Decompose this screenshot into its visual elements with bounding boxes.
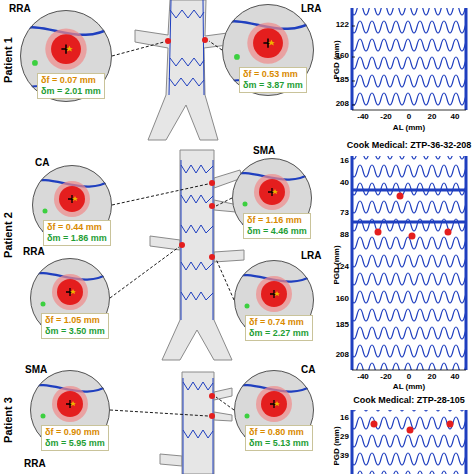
deviation-value: δf = 0.80 mm (249, 427, 309, 438)
axis-tick: 208 (336, 351, 349, 360)
deviation-value: δm = 4.46 mm (247, 226, 307, 237)
axis-tick: 40 (340, 179, 349, 188)
axis-tick: 29 (340, 433, 349, 442)
plot-title: Cook Medical: ZTP-36-32-208 (347, 141, 472, 151)
deviation-box: δf = 1.05 mmδm = 3.50 mm (41, 313, 109, 339)
branch-label: SMA (25, 364, 47, 375)
branch-label: SMA (253, 145, 275, 156)
deviation-value: δm = 2.01 mm (41, 86, 101, 97)
branch-label: RRA (24, 458, 46, 469)
axis-tick: 160 (336, 295, 349, 304)
plot-title: Cook Medical: ZTP-28-105 (353, 396, 465, 406)
branch-label: LRA (301, 3, 322, 14)
axis-tick: 40 (451, 373, 460, 382)
axis-title: AL (mm) (393, 124, 425, 133)
deviation-value: δm = 5.13 mm (249, 438, 309, 449)
deviation-box: δf = 1.16 mmδm = 4.46 mm (243, 213, 311, 239)
deviation-value: δf = 0.74 mm (249, 317, 309, 328)
deviation-box: δf = 0.53 mmδm = 3.87 mm (239, 67, 307, 93)
deviation-value: δf = 1.05 mm (45, 315, 105, 326)
axis-tick: -20 (380, 373, 392, 382)
axis-tick: 39 (340, 452, 349, 461)
patient-label: Patient 3 (2, 397, 14, 443)
axis-tick: 0 (407, 113, 411, 122)
inset-circle: LRAδf = 0.53 mmδm = 3.87 mm (222, 4, 314, 96)
branch-label: CA (301, 364, 315, 375)
deviation-value: δm = 3.87 mm (243, 80, 303, 91)
deviation-value: δf = 1.16 mm (247, 215, 307, 226)
inset-circle: CAδf = 0.80 mmδm = 5.13 mm (234, 370, 314, 450)
deviation-box: δf = 0.90 mmδm = 5.95 mm (41, 425, 109, 451)
branch-label: LRA (301, 250, 322, 261)
axis-tick: -40 (357, 113, 369, 122)
axis-tick: 16 (340, 157, 349, 166)
inset-circle: LRAδf = 0.74 mmδm = 2.27 mm (234, 260, 314, 340)
axis-title: AL (mm) (393, 383, 425, 392)
deviation-box: δf = 0.07 mmδm = 2.01 mm (37, 73, 105, 99)
axis-tick: 124 (336, 263, 349, 272)
branch-label: CA (35, 157, 49, 168)
axis-tick: 122 (336, 21, 349, 30)
axis-tick: 20 (428, 113, 437, 122)
inset-circle: RRAδf = 0.07 mmδm = 2.01 mm (20, 10, 112, 102)
deviation-value: δm = 3.50 mm (45, 326, 105, 337)
axis-tick: 40 (451, 113, 460, 122)
deviation-box: δf = 0.80 mmδm = 5.13 mm (245, 425, 313, 451)
inset-circle: CAδf = 0.44 mmδm = 1.86 mm (32, 165, 112, 245)
branch-label: RRA (23, 246, 45, 257)
patient-label: Patient 1 (2, 37, 14, 83)
axis-tick: 185 (336, 321, 349, 330)
axis-tick: 88 (340, 231, 349, 240)
axis-tick: 208 (336, 100, 349, 109)
axis-tick: -20 (380, 113, 392, 122)
axis-tick: 0 (407, 373, 411, 382)
deviation-value: δf = 0.53 mm (243, 69, 303, 80)
deviation-value: δm = 5.95 mm (45, 438, 105, 449)
axis-tick: 185 (336, 76, 349, 85)
deviation-box: δf = 0.44 mmδm = 1.86 mm (43, 220, 111, 246)
deviation-value: δm = 2.27 mm (249, 328, 309, 339)
axis-tick: 160 (336, 52, 349, 61)
axis-title: PGD (mm) (333, 426, 342, 465)
deviation-value: δm = 1.86 mm (47, 233, 107, 244)
branch-label: RRA (9, 3, 31, 14)
axis-tick: 16 (340, 414, 349, 423)
axis-tick: 20 (428, 373, 437, 382)
deviation-value: δf = 0.44 mm (47, 222, 107, 233)
inset-circle: SMAδf = 0.90 mmδm = 5.95 mm (30, 370, 110, 450)
deviation-box: δf = 0.74 mmδm = 2.27 mm (245, 315, 313, 341)
inset-circle: RRAδf = 1.05 mmδm = 3.50 mm (30, 258, 110, 338)
deviation-value: δf = 0.07 mm (41, 75, 101, 86)
axis-tick: 73 (340, 209, 349, 218)
deviation-value: δf = 0.90 mm (45, 427, 105, 438)
axis-tick: -40 (357, 373, 369, 382)
patient-label: Patient 2 (2, 212, 14, 258)
inset-circle: SMAδf = 1.16 mmδm = 4.46 mm (232, 158, 312, 238)
